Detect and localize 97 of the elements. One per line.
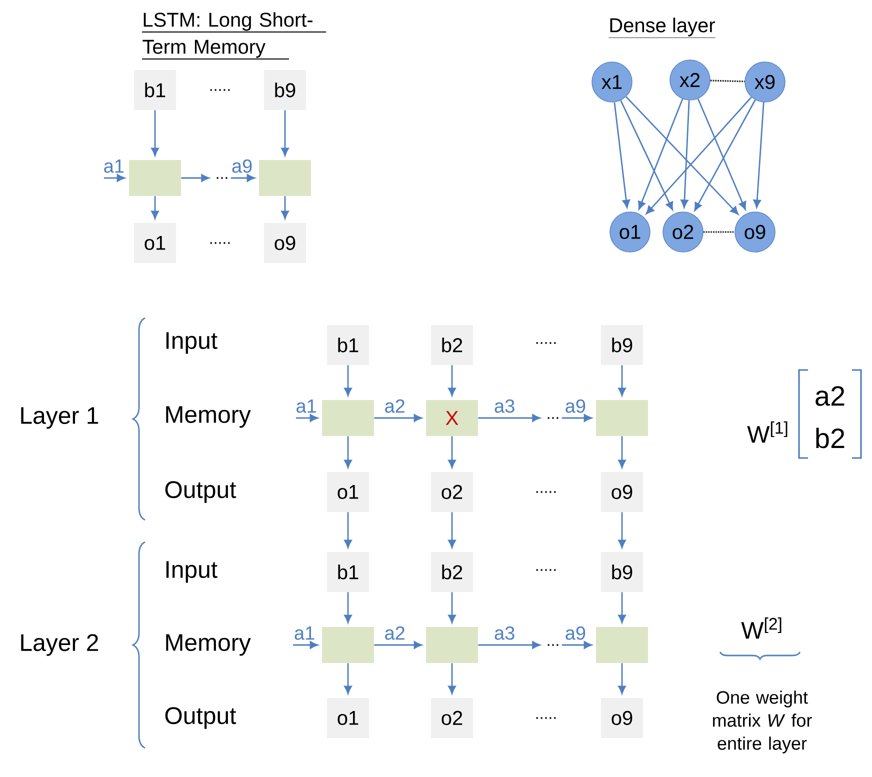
arrow [697, 98, 746, 210]
label: ..... [210, 89, 230, 91]
io-box: o9 [264, 223, 306, 263]
arrow [448, 436, 456, 468]
arrow [478, 414, 540, 422]
arrow [620, 100, 674, 210]
arrow [151, 110, 159, 156]
memory-cell [259, 160, 311, 196]
arrow [344, 592, 352, 624]
arrow [151, 196, 159, 220]
arrow [344, 365, 352, 396]
arrow [562, 641, 592, 649]
arrow [618, 512, 626, 548]
arrow [281, 196, 289, 220]
heading: Dense layer [608, 18, 716, 38]
arrow [448, 663, 456, 694]
arrow [614, 102, 630, 208]
arrow [618, 436, 626, 468]
arrow [646, 96, 752, 214]
ellipsis: ... [216, 177, 228, 179]
io-box: o1 [327, 698, 369, 738]
edge-label: a9 [232, 159, 252, 173]
arrow [374, 414, 422, 422]
io-box: o2 [431, 698, 473, 738]
arrow [680, 100, 690, 208]
arrow [181, 174, 210, 182]
io-box: b1 [134, 70, 176, 110]
memory-cell [596, 627, 648, 663]
memory-cell [322, 400, 374, 436]
io-box: b9 [601, 552, 643, 592]
arrow [478, 641, 540, 649]
label: Layer 1 [21, 407, 98, 429]
io-box: o9 [601, 698, 643, 738]
arrow [694, 100, 756, 211]
label: Layer 2 [21, 634, 98, 656]
edge-label: a1 [294, 626, 314, 640]
label: W$^{[1]}$ [747, 421, 788, 443]
label: W$^{[2]}$ [741, 617, 782, 639]
arrow [753, 102, 764, 208]
label: ..... [536, 342, 556, 344]
arrow [344, 663, 352, 694]
label: Output [165, 481, 236, 503]
ellipsis: ... [548, 644, 558, 646]
memory-cell: X [426, 400, 478, 436]
label: ..... [536, 717, 556, 719]
label: Input [166, 332, 218, 354]
io-box: o1 [327, 472, 369, 512]
label: b2 [816, 428, 844, 448]
io-box: b1 [327, 325, 369, 365]
edge-label: a9 [566, 626, 586, 640]
edge-label: a9 [566, 399, 586, 413]
io-box: b2 [431, 325, 473, 365]
edge-label: a3 [494, 399, 514, 413]
edge-label: a1 [296, 400, 316, 413]
edge-label: a2 [385, 626, 404, 640]
arrow [344, 436, 352, 468]
memory-cell [129, 160, 181, 196]
ellipsis: ... [548, 417, 558, 419]
arrow [230, 174, 256, 182]
arrow [448, 592, 456, 624]
io-box: o2 [431, 472, 473, 512]
arrow [618, 592, 626, 624]
arrow [296, 414, 318, 422]
io-box: b9 [264, 70, 306, 110]
heading: LSTM: Long Short-Term Memory [142, 12, 326, 60]
note: One weight matrix W for entire layer [713, 690, 812, 754]
arrow [562, 414, 592, 422]
memory-cell [426, 627, 478, 663]
edge-label: a1 [104, 160, 124, 173]
io-box: b2 [431, 552, 473, 592]
arrow [448, 365, 456, 396]
arrow [374, 641, 422, 649]
memory-cell [322, 627, 374, 663]
io-box: b1 [327, 552, 369, 592]
label: Memory [166, 634, 251, 656]
label: a2 [816, 386, 844, 406]
arrow [626, 96, 739, 215]
label: Memory [166, 406, 251, 428]
label: Output [165, 707, 236, 729]
memory-cell [596, 400, 648, 436]
arrow [281, 110, 289, 156]
label: ..... [536, 491, 556, 493]
io-box: o1 [134, 223, 176, 263]
arrow [293, 641, 318, 649]
edge-label: a2 [385, 399, 404, 413]
arrow [618, 365, 626, 396]
arrow [344, 512, 352, 548]
io-box: b9 [601, 325, 643, 365]
label: ..... [210, 242, 230, 244]
edge-label: a3 [494, 626, 514, 640]
io-box: o9 [601, 472, 643, 512]
label: ..... [536, 569, 556, 571]
arrow [618, 663, 626, 694]
label: Input [166, 561, 218, 583]
arrow [448, 512, 456, 548]
arrow [638, 98, 684, 210]
arrow [104, 174, 126, 182]
